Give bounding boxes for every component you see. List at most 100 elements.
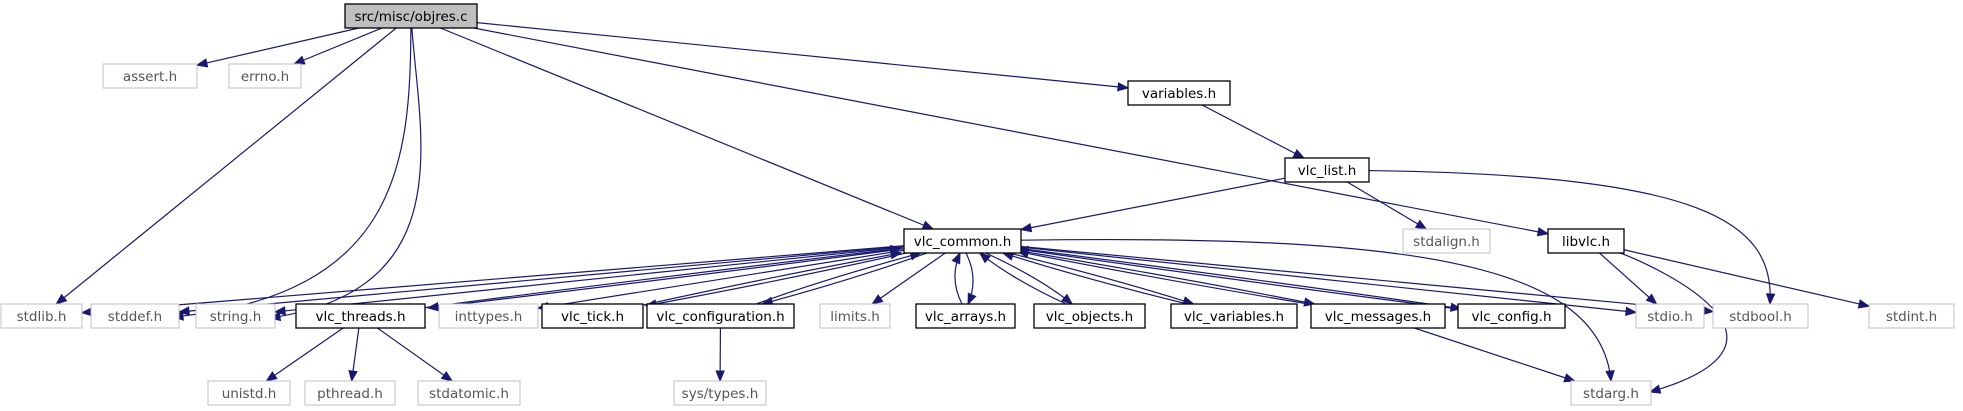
node-vlc-messages[interactable]: vlc_messages.h [1310,303,1446,329]
edge-objres-to-stdlib [55,27,397,305]
node-box [1127,80,1231,106]
arrowhead-icon [1563,373,1576,383]
edge-vlc_threads-to-unistd [265,327,344,382]
node-box [417,380,521,406]
node-vlc-threads[interactable]: vlc_threads.h [295,303,426,329]
node-label: vlc_objects.h [1046,309,1133,325]
node-label: stdarg.h [1583,386,1639,402]
node-label: pthread.h [317,386,383,402]
node-box [344,3,478,29]
nodes-layer: src/misc/objres.c assert.h errno.h variable… [0,3,1955,406]
node-vlc-variables[interactable]: vlc_variables.h [1170,303,1298,329]
node-box [195,303,276,329]
node-box [1868,303,1955,329]
edge-vlc_common-to-stdio [1020,246,1638,317]
node-stdlib: stdlib.h [0,303,83,329]
node-inttypes: inttypes.h [438,303,539,329]
arrowhead-icon [1019,222,1033,233]
node-box [90,303,180,329]
node-vlc-tick[interactable]: vlc_tick.h [541,303,644,329]
arrowhead-icon [55,293,68,305]
node-limits: limits.h [819,303,891,329]
node-label: string.h [210,309,262,325]
arrowhead-icon [978,252,991,264]
arrowhead-icon [1061,293,1074,305]
node-objres[interactable]: src/misc/objres.c [344,3,478,29]
node-label: errno.h [241,69,289,85]
node-label: stdalign.h [1413,234,1480,250]
arrowhead-icon [967,292,977,306]
node-vlc-list[interactable]: vlc_list.h [1284,157,1370,183]
arrowhead-icon [889,250,903,260]
node-vlc-config[interactable]: vlc_config.h [1457,303,1566,329]
node-box [0,303,83,329]
node-box [1284,157,1370,183]
node-label: libvlc.h [1562,234,1610,250]
edge-vlc_common-to-limits [871,252,946,305]
node-box [102,63,198,89]
edge-objres-to-variables [476,22,1130,92]
edge-vlc_objects-to-vlc_common [978,252,1067,305]
node-label: variables.h [1142,86,1216,102]
node-label: stdatomic.h [429,386,509,402]
node-box [207,380,291,406]
edge-vlc_threads-to-stdatomic [377,327,454,382]
node-box [903,228,1022,254]
node-libvlc[interactable]: libvlc.h [1547,228,1625,254]
node-vlc-arrays[interactable]: vlc_arrays.h [915,303,1016,329]
node-label: stdint.h [1886,309,1937,325]
node-box [915,303,1016,329]
node-label: sys/types.h [682,386,759,402]
edge-vlc_common-to-stddef [177,245,905,316]
arrowhead-icon [177,306,190,316]
node-box [295,303,426,329]
node-stdio: stdio.h [1635,303,1705,329]
arrowhead-icon [1857,299,1871,309]
arrowhead-icon [440,371,454,382]
edge-objres-to-errno [292,27,383,65]
node-label: vlc_tick.h [561,309,624,325]
node-label: vlc_arrays.h [925,309,1006,325]
node-string: string.h [195,303,276,329]
arrowhead-icon [1765,293,1776,306]
node-box [1402,228,1491,254]
node-sys-types: sys/types.h [673,380,767,406]
node-box [819,303,891,329]
node-stdarg: stdarg.h [1570,380,1652,406]
node-errno: errno.h [228,63,302,89]
arrowhead-icon [1648,384,1662,394]
arrowhead-icon [292,55,306,65]
node-label: vlc_threads.h [315,309,405,325]
node-box [438,303,539,329]
node-variables[interactable]: variables.h [1127,80,1231,106]
arrowhead-icon [1414,219,1428,230]
arrowhead-icon [1625,306,1638,317]
node-label: inttypes.h [455,309,523,325]
node-assert: assert.h [102,63,198,89]
node-label: stdlib.h [17,309,67,325]
edge-vlc_list-to-stdalign [1346,181,1428,230]
edge-vlc_threads-to-pthread [348,327,360,383]
node-vlc-configuration[interactable]: vlc_configuration.h [646,303,795,329]
node-box [1547,228,1625,254]
node-vlc-common[interactable]: vlc_common.h [903,228,1022,254]
arrowhead-icon [1117,82,1130,92]
arrowhead-icon [715,370,725,383]
node-vlc-objects[interactable]: vlc_objects.h [1033,303,1146,329]
edge-vlc_common-to-vlc_configuration [760,252,927,306]
node-box [646,303,795,329]
arrowhead-icon [951,251,961,265]
arrowhead-icon [273,306,286,316]
node-stdalign: stdalign.h [1402,228,1491,254]
node-stdint: stdint.h [1868,303,1955,329]
node-box [304,380,396,406]
node-box [1457,303,1566,329]
edge-vlc_list-to-stdbool [1368,169,1776,306]
edge-vlc_messages-to-stdarg [1414,327,1576,383]
node-box [1310,303,1446,329]
edge-vlc_configuration-to-sys_types [715,327,725,383]
node-box [1570,380,1652,406]
edge-objres-to-assert [195,27,359,68]
node-box [1033,303,1146,329]
edge-vlc_arrays-to-vlc_common [951,251,963,305]
